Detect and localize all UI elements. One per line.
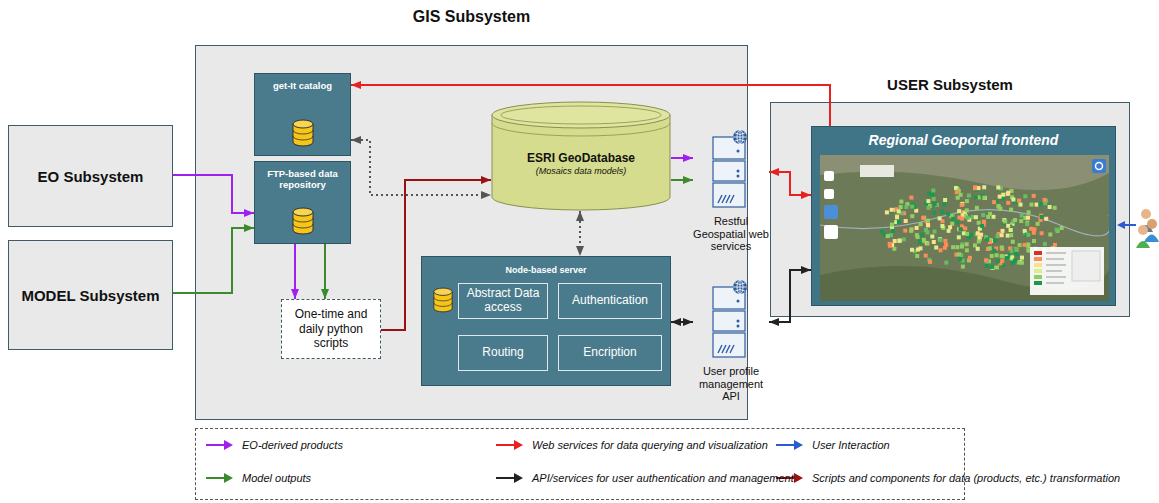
connector: [769, 270, 811, 322]
legend-text: Web services for data querying and visua…: [532, 439, 768, 451]
legend-item: EO-derived products: [204, 439, 343, 451]
db-title: ESRI GeoDatabase: [527, 151, 635, 165]
legend-item: User Interaction: [774, 439, 890, 451]
catalog-box: get-It catalog: [254, 73, 351, 156]
scripts-box: One-time and daily python scripts: [281, 299, 381, 359]
subsystem-box: MODEL Subsystem: [8, 240, 173, 350]
subsystem-title: GIS Subsystem: [196, 8, 747, 26]
database-node: ESRI GeoDatabase(Mosaics data models): [491, 101, 671, 211]
connector: [294, 244, 296, 299]
connector: [671, 321, 693, 323]
service-label: Restful Geospatial web services: [693, 215, 769, 253]
legend-arrow: [774, 439, 804, 451]
service-label: User profile management API: [693, 365, 769, 403]
legend-text: API/services for user authentication and…: [532, 472, 794, 484]
geoportal-box: Regional Geoportal frontend: [811, 126, 1116, 306]
box-label: Authentication: [572, 294, 648, 308]
subsystem-box: EO Subsystem: [8, 125, 173, 227]
subsystem-box: GIS Subsystemget-It catalogESRI GeoDatab…: [195, 45, 748, 420]
connector: [769, 172, 811, 195]
legend-text: Model outputs: [242, 472, 311, 484]
connector: [381, 180, 491, 330]
web-service-node: Restful Geospatial web services: [693, 129, 769, 253]
box-label: Abstract Data access: [461, 287, 545, 315]
server-icon: [711, 129, 751, 209]
box-label: Routing: [482, 346, 523, 360]
legend-text: User Interaction: [812, 439, 890, 451]
subsystem-box: USER SubsystemRegional Geoportal fronten…: [770, 102, 1130, 317]
connector: [324, 244, 326, 299]
legend-arrow: [494, 472, 524, 484]
component-box: Authentication: [558, 283, 662, 319]
connector: [579, 211, 581, 256]
db-subtitle: (Mosaics data models): [536, 166, 627, 176]
repository-box: FTP-based data repository: [254, 161, 351, 244]
connector: [351, 140, 491, 195]
legend-item: API/services for user authentication and…: [494, 472, 794, 484]
api-node: User profile management API: [693, 279, 769, 403]
box-label: One-time and daily python scripts: [286, 307, 376, 350]
geoportal-title: Regional Geoportal frontend: [812, 127, 1115, 148]
component-box: Encription: [558, 335, 662, 371]
box-title: FTP-based data repository: [259, 168, 346, 191]
box-title: Node-based server: [422, 257, 670, 275]
legend-text: EO-derived products: [242, 439, 343, 451]
legend-item: Model outputs: [204, 472, 311, 484]
legend-box: EO-derived products Web services for data…: [195, 428, 965, 500]
legend-item: Web services for data querying and visua…: [494, 439, 768, 451]
database-icon: [432, 287, 454, 313]
legend-text: Scripts and components for data (product…: [812, 472, 1120, 484]
connector: [173, 228, 254, 293]
connector: [173, 175, 254, 213]
connector: [671, 179, 693, 181]
box-label: EO Subsystem: [38, 168, 144, 185]
connector: [671, 157, 693, 159]
server-box: Node-based serverAbstract Data access Aut…: [421, 256, 671, 386]
legend-item: Scripts and components for data (product…: [774, 472, 1120, 484]
legend-arrow: [204, 439, 234, 451]
legend-arrow: [494, 439, 524, 451]
component-box: Routing: [458, 335, 548, 371]
box-title: get-It catalog: [273, 80, 332, 91]
server-icon: [711, 279, 751, 359]
database-icon: [291, 207, 315, 235]
box-label: MODEL Subsystem: [21, 287, 159, 304]
database-icon: [291, 119, 315, 147]
subsystem-title: USER Subsystem: [771, 76, 1129, 93]
legend-arrow: [204, 472, 234, 484]
connector: [351, 85, 830, 126]
component-box: Abstract Data access: [458, 283, 548, 319]
map-screenshot: [820, 155, 1109, 301]
box-label: Encription: [583, 346, 636, 360]
